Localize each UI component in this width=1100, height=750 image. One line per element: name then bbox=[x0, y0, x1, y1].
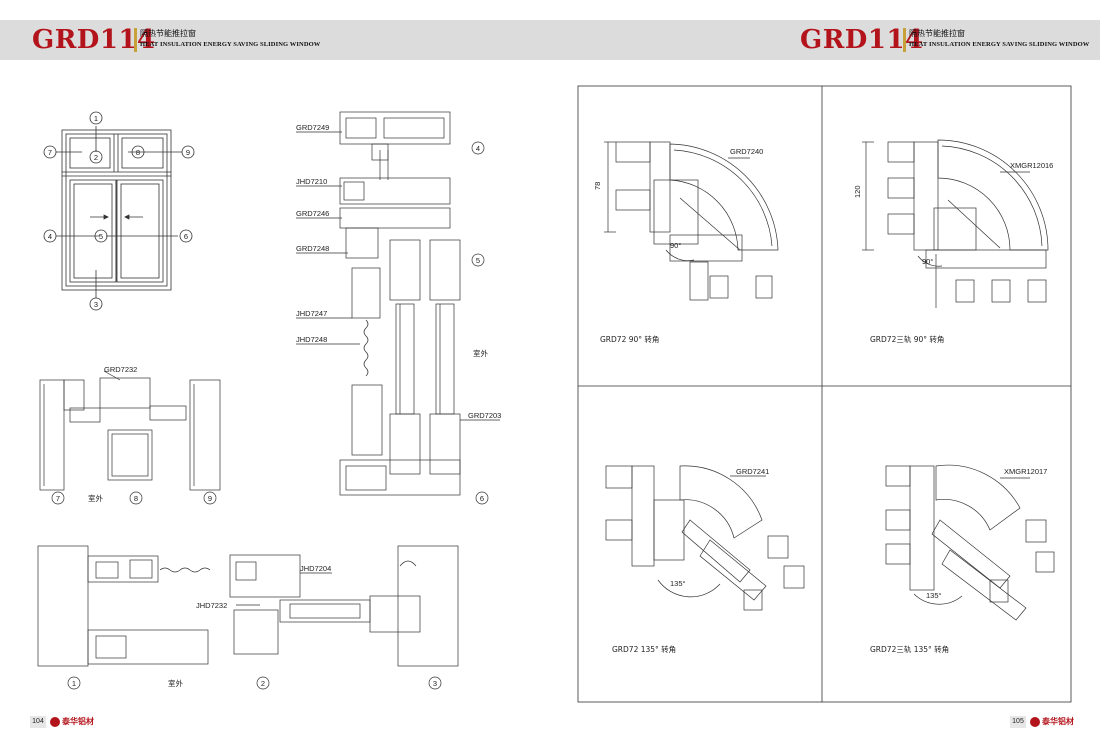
sections-789 bbox=[39, 370, 221, 505]
marker-8: 8 bbox=[136, 148, 140, 157]
brand-mark-icon bbox=[1030, 716, 1040, 727]
right-title-cn: 隔热节能推拉窗 bbox=[909, 29, 965, 38]
outdoor-label-789: 室外 bbox=[88, 493, 103, 503]
right-brand-name: 泰华铝材 bbox=[1042, 717, 1074, 726]
marker-section-4: 4 bbox=[476, 144, 480, 153]
marker-1: 1 bbox=[94, 114, 98, 123]
angle-90-a: 90° bbox=[670, 241, 681, 250]
brand-mark-icon bbox=[50, 716, 60, 727]
marker-plan-2: 2 bbox=[261, 679, 265, 688]
label-grd7249: GRD7249 bbox=[296, 123, 329, 132]
caption-corner-90: GRD72 90° 转角 bbox=[600, 334, 659, 344]
left-brand-name: 泰华铝材 bbox=[62, 717, 94, 726]
profile-xmgr12016: XMGR12016 bbox=[1010, 161, 1053, 170]
profile-grd7240: GRD7240 bbox=[730, 147, 763, 156]
header-band bbox=[0, 20, 1100, 60]
window-elevation bbox=[56, 126, 182, 298]
caption-three-track-135: GRD72三轨 135° 转角 bbox=[870, 644, 949, 654]
marker-5: 5 bbox=[99, 232, 103, 241]
marker-section-8: 8 bbox=[134, 494, 138, 503]
corner-90-drawing bbox=[604, 141, 779, 301]
right-title-en: HEAT INSULATION ENERGY SAVING SLIDING WI… bbox=[909, 41, 1090, 48]
marker-9: 9 bbox=[186, 148, 190, 157]
profile-grd7241: GRD7241 bbox=[736, 467, 769, 476]
right-title-divider bbox=[903, 28, 906, 52]
left-title-divider bbox=[134, 28, 137, 52]
marker-2: 2 bbox=[94, 153, 98, 162]
corner-135-drawing bbox=[605, 465, 805, 611]
label-jhd7248: JHD7248 bbox=[296, 335, 327, 344]
label-grd7203: GRD7203 bbox=[468, 411, 501, 420]
marker-7: 7 bbox=[48, 148, 52, 157]
left-model-title: GRD114 bbox=[32, 25, 156, 55]
horizontal-section bbox=[37, 545, 459, 690]
caption-corner-135: GRD72 135° 转角 bbox=[612, 644, 676, 654]
marker-plan-3: 3 bbox=[433, 679, 437, 688]
three-track-corner-90-drawing bbox=[862, 139, 1049, 308]
label-grd7246: GRD7246 bbox=[296, 209, 329, 218]
angle-90-b: 90° bbox=[922, 257, 933, 266]
angle-135-a: 135° bbox=[670, 579, 686, 588]
outdoor-label-plan: 室外 bbox=[168, 678, 183, 688]
outdoor-label-section: 室外 bbox=[473, 348, 488, 358]
left-title-cn: 隔热节能推拉窗 bbox=[140, 29, 196, 38]
marker-section-6: 6 bbox=[480, 494, 484, 503]
marker-6: 6 bbox=[184, 232, 188, 241]
vertical-section bbox=[296, 111, 500, 505]
right-model-title: GRD114 bbox=[800, 25, 924, 55]
marker-4: 4 bbox=[48, 232, 52, 241]
label-jhd7247: JHD7247 bbox=[296, 309, 327, 318]
dimension-78: 78 bbox=[593, 182, 602, 190]
label-grd7232: GRD7232 bbox=[104, 365, 137, 374]
marker-section-5: 5 bbox=[476, 256, 480, 265]
left-page-number: 104 bbox=[30, 716, 46, 728]
dimension-120: 120 bbox=[853, 185, 862, 198]
right-page-number: 105 bbox=[1010, 716, 1026, 728]
right-page-drawings: GRD7240 78 90° GRD72 90° 转角 XMGR12016 12… bbox=[577, 85, 1072, 703]
right-brand-logo: 泰华铝材 bbox=[1030, 715, 1074, 729]
left-title-en: HEAT INSULATION ENERGY SAVING SLIDING WI… bbox=[140, 41, 321, 48]
marker-section-9: 9 bbox=[208, 494, 212, 503]
profile-xmgr12017: XMGR12017 bbox=[1004, 467, 1047, 476]
marker-plan-1: 1 bbox=[72, 679, 76, 688]
label-jhd7232: JHD7232 bbox=[196, 601, 227, 610]
label-jhd7210: JHD7210 bbox=[296, 177, 327, 186]
angle-135-b: 135° bbox=[926, 591, 942, 600]
left-page-drawings: 1 2 7 8 9 4 5 6 3 bbox=[37, 111, 501, 690]
caption-three-track-90: GRD72三轨 90° 转角 bbox=[870, 334, 944, 344]
panel-grid-frame bbox=[577, 85, 1072, 703]
label-grd7248: GRD7248 bbox=[296, 244, 329, 253]
left-brand-logo: 泰华铝材 bbox=[50, 715, 94, 729]
three-track-corner-135-drawing bbox=[885, 464, 1055, 621]
marker-section-7: 7 bbox=[56, 494, 60, 503]
marker-3: 3 bbox=[94, 300, 98, 309]
label-jhd7204: JHD7204 bbox=[300, 564, 331, 573]
